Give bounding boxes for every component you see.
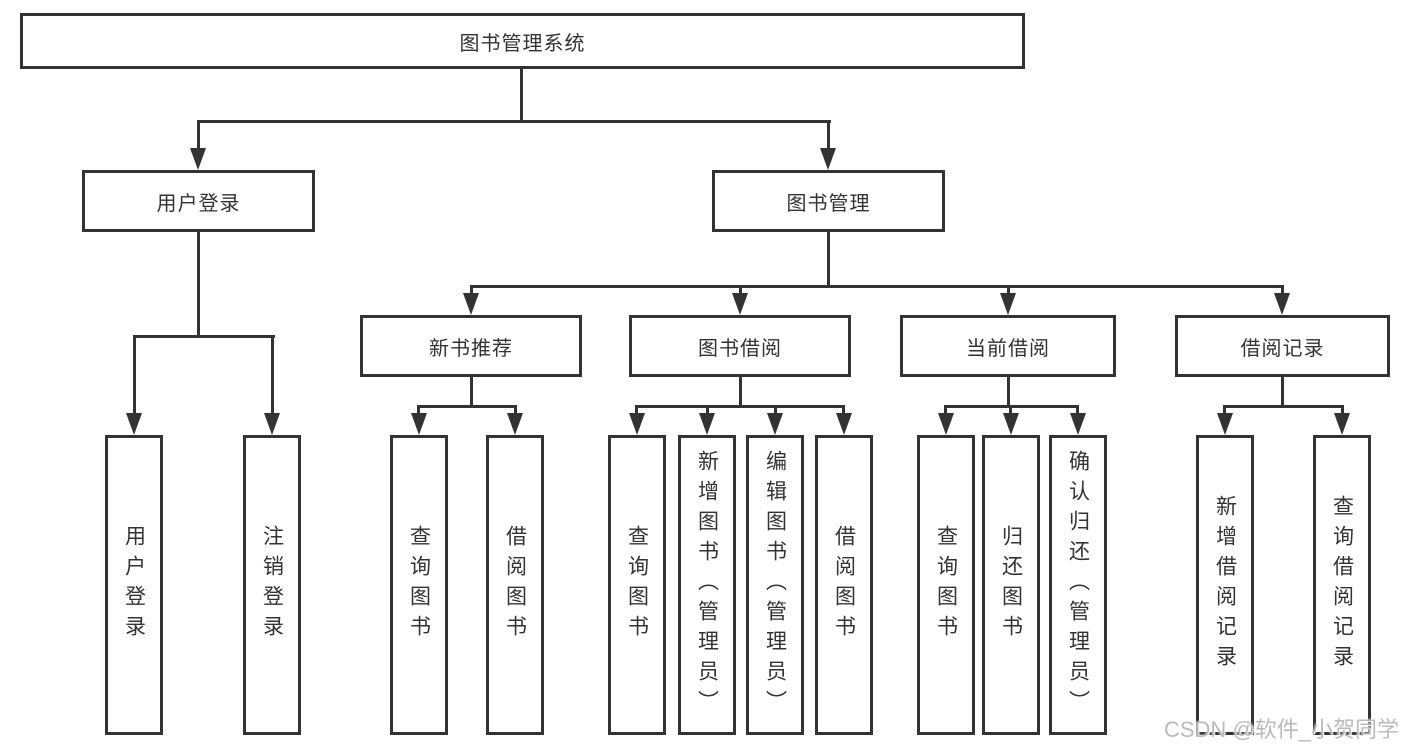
connector-drop-current-borrow — [1007, 285, 1010, 293]
leaf-query-books-recommend: 查询图书 — [390, 435, 448, 735]
arrow-down-icon — [1334, 413, 1350, 435]
leaf-query-books-borrow: 查询图书 — [608, 435, 666, 735]
connector-drop — [706, 405, 709, 413]
leaf-query-borrow-record: 查询借阅记录 — [1313, 435, 1371, 735]
connector-drop — [1076, 405, 1079, 413]
connector-borrow-records-stem — [1281, 377, 1284, 405]
connector-root-rail — [197, 120, 831, 123]
arrow-down-icon — [820, 148, 836, 170]
arrow-down-icon — [463, 293, 479, 315]
csdn-watermark: CSDN @软件_小贺同学 — [1163, 717, 1399, 742]
leaf-user-login: 用户登录 — [105, 435, 163, 735]
connector-drop-new-book — [470, 285, 473, 293]
leaf-add-borrow-record: 新增借阅记录 — [1196, 435, 1254, 735]
node-book-borrow: 图书借阅 — [629, 315, 851, 377]
node-new-book-recommend: 新书推荐 — [360, 315, 582, 377]
arrow-down-icon — [1070, 413, 1086, 435]
leaf-query-books-current: 查询图书 — [917, 435, 975, 735]
connector-book-management-rail — [470, 285, 1284, 288]
connector-drop — [1009, 405, 1012, 413]
arrow-down-icon — [699, 413, 715, 435]
arrow-down-icon — [1003, 413, 1019, 435]
connector-drop-leaf-user-login — [133, 335, 136, 413]
arrow-down-icon — [836, 413, 852, 435]
connector-user-login-rail — [133, 335, 275, 338]
arrow-down-icon — [126, 413, 142, 435]
connector-drop — [635, 405, 638, 413]
arrow-down-icon — [264, 413, 280, 435]
connector-book-management-stem — [827, 232, 830, 285]
arrow-down-icon — [1000, 293, 1016, 315]
connector-drop-user-login — [197, 120, 200, 148]
arrow-down-icon — [1217, 413, 1233, 435]
connector-drop-leaf-logout — [271, 335, 274, 413]
leaf-borrow-books: 借阅图书 — [815, 435, 873, 735]
node-book-management: 图书管理 — [712, 170, 945, 232]
connector-borrow-records-rail — [1223, 405, 1343, 408]
connector-drop — [514, 405, 517, 413]
arrow-down-icon — [190, 148, 206, 170]
connector-book-borrow-stem — [739, 377, 742, 405]
connector-drop-book-management — [827, 120, 830, 148]
arrow-down-icon — [938, 413, 954, 435]
connector-drop — [1223, 405, 1226, 413]
leaf-borrow-books-recommend: 借阅图书 — [486, 435, 544, 735]
node-user-login: 用户登录 — [82, 170, 315, 232]
leaf-edit-book-admin: 编辑图书（管理员） — [746, 435, 804, 735]
node-current-borrow: 当前借阅 — [900, 315, 1116, 377]
connector-drop-borrow-records — [1281, 285, 1284, 293]
connector-drop — [417, 405, 420, 413]
connector-drop — [774, 405, 777, 413]
arrow-down-icon — [629, 413, 645, 435]
connector-current-borrow-stem — [1007, 377, 1010, 405]
arrow-down-icon — [507, 413, 523, 435]
node-borrow-records: 借阅记录 — [1175, 315, 1390, 377]
connector-drop — [842, 405, 845, 413]
connector-root-stem — [520, 69, 523, 120]
arrow-down-icon — [767, 413, 783, 435]
arrow-down-icon — [732, 293, 748, 315]
node-library-management-system: 图书管理系统 — [20, 13, 1025, 69]
connector-user-login-stem — [197, 232, 200, 335]
connector-new-book-rail — [417, 405, 517, 408]
arrow-down-icon — [1274, 293, 1290, 315]
connector-book-borrow-rail — [635, 405, 845, 408]
connector-drop — [944, 405, 947, 413]
connector-drop-book-borrow — [739, 285, 742, 293]
arrow-down-icon — [411, 413, 427, 435]
leaf-return-books: 归还图书 — [982, 435, 1040, 735]
leaf-logout: 注销登录 — [243, 435, 301, 735]
connector-new-book-stem — [470, 377, 473, 405]
connector-drop — [1341, 405, 1344, 413]
leaf-add-book-admin: 新增图书（管理员） — [678, 435, 736, 735]
leaf-confirm-return-admin: 确认归还（管理员） — [1049, 435, 1107, 735]
